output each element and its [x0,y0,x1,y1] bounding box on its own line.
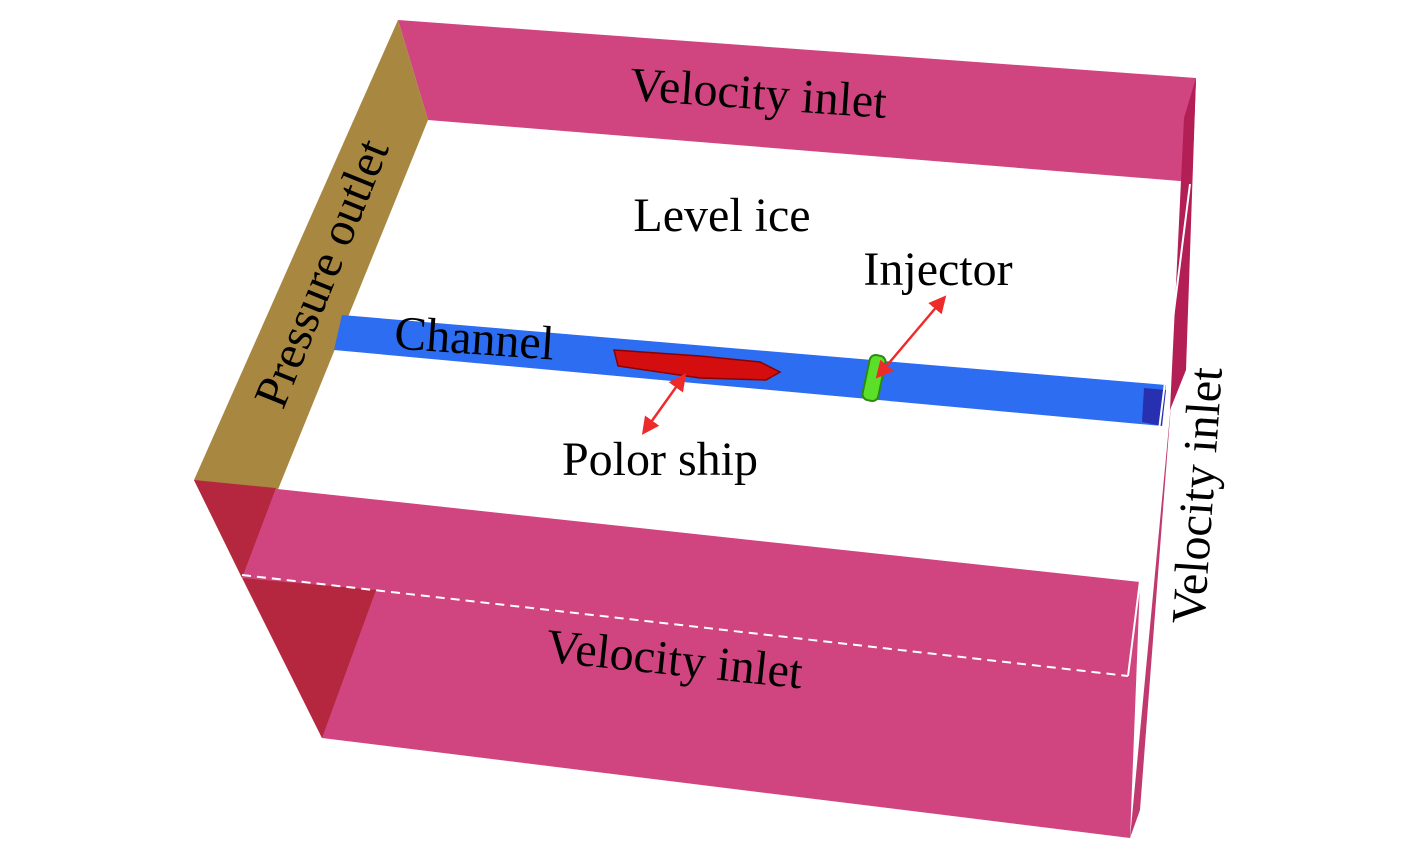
level-ice-label: Level ice [633,189,810,242]
pressure-outlet-face [194,20,428,578]
injector-label: Injector [863,243,1012,296]
front-left-corner-lower [242,578,376,738]
ship-pointer-arrow [641,373,687,435]
polar-ship-hull [613,349,782,381]
domain-bottom-dashed-edge [241,574,1129,677]
front-left-corner-upper [194,480,276,578]
right-vertical-edge [1127,183,1191,677]
polar-ship-label: Polor ship [562,433,758,486]
top-velocity-inlet-face [398,20,1196,182]
channel-label: Channel [393,307,556,371]
side-velocity-inlet-label: Velocity inlet [1162,365,1233,626]
injector-pointer-arrow [875,295,947,379]
bottom-velocity-inlet-face [194,480,1140,838]
